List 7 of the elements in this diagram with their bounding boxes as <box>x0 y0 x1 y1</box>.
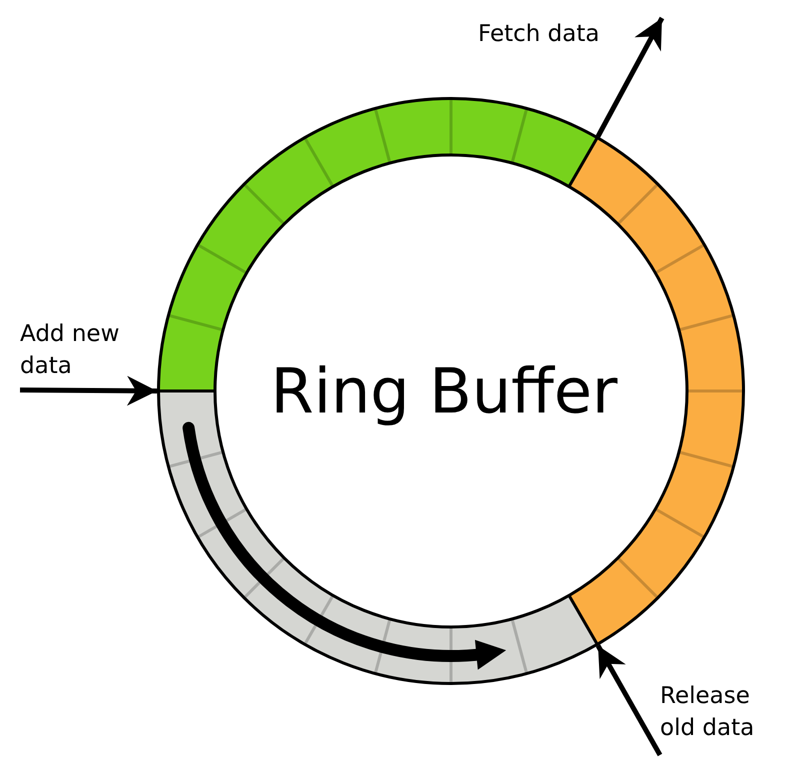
arrow-label: Release old data <box>660 682 756 743</box>
arrow-label: Add new data <box>20 320 120 381</box>
center-title: Ring Buffer <box>270 354 618 428</box>
arrow <box>20 376 158 406</box>
arrow-label: Fetch data <box>478 20 600 49</box>
arrow <box>596 16 664 138</box>
arrow <box>596 644 662 756</box>
